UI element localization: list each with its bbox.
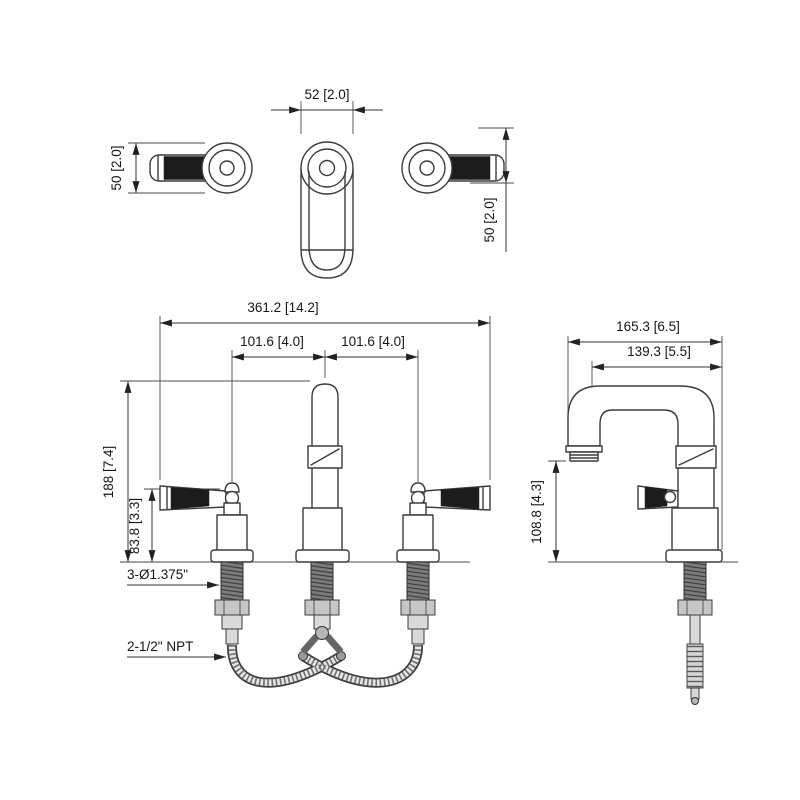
- left-handle-flange: [210, 549, 254, 563]
- spout-front-view: [295, 383, 350, 563]
- right-handle-knob: [410, 482, 426, 493]
- dim-spout-width: 52 [2.0]: [271, 87, 383, 134]
- dim-handle-diameter: 50 [2.0]: [109, 142, 205, 194]
- right-handle-grip: [447, 156, 491, 180]
- dim-spout-reach-label: 139.3 [5.5]: [627, 344, 691, 359]
- right-handle-flange: [396, 549, 440, 563]
- dim-spread: 101.6 [4.0] 101.6 [4.0]: [231, 334, 419, 482]
- dim-spread-right-label: 101.6 [4.0]: [341, 334, 405, 349]
- dim-handle-depth: 50 [2.0]: [470, 127, 514, 252]
- dim-handle-height: 83.8 [3.3]: [127, 488, 220, 562]
- left-handle-front-view: [159, 482, 254, 563]
- left-handle-top-view: [149, 142, 253, 194]
- left-handle-knob: [224, 482, 240, 493]
- dim-overall-width: 361.2 [14.2]: [159, 300, 491, 480]
- center-mounting-nut: [300, 599, 344, 655]
- front-view: 361.2 [14.2] 101.6 [4.0] 101.6 [4.0] 188…: [101, 300, 491, 688]
- dim-handle-diameter-label: 50 [2.0]: [109, 145, 124, 190]
- center-valve: [315, 626, 329, 640]
- dim-spout-height: 108.8 [4.3]: [529, 460, 666, 563]
- dim-overall-height-label: 188 [7.4]: [101, 446, 116, 499]
- right-mounting-nut: [400, 599, 436, 645]
- handle-side-view: [637, 485, 679, 510]
- note-npt: 2-1/2" NPT: [127, 639, 226, 661]
- left-mounting-nut: [214, 599, 250, 645]
- mounting-shanks: [214, 561, 436, 655]
- spout-top-view: [300, 141, 354, 279]
- spout-side-view: [565, 385, 723, 563]
- note-hole-size: 3-Ø1.375": [127, 567, 219, 589]
- right-handle-front-view: [396, 482, 491, 563]
- note-hole-size-label: 3-Ø1.375": [127, 567, 188, 582]
- spout-flange: [295, 549, 350, 563]
- spout-flange-side: [665, 549, 723, 563]
- right-handle-top-view: [401, 142, 505, 194]
- dim-handle-depth-label: 50 [2.0]: [482, 197, 497, 242]
- dim-spout-width-label: 52 [2.0]: [304, 87, 349, 102]
- dim-spread-left-label: 101.6 [4.0]: [240, 334, 304, 349]
- left-handle-grip: [163, 156, 207, 180]
- dim-overall-width-label: 361.2 [14.2]: [247, 300, 318, 315]
- note-npt-label: 2-1/2" NPT: [127, 639, 193, 654]
- dim-overall-depth: 165.3 [6.5]: [567, 319, 723, 550]
- supply-hoses: [226, 644, 424, 688]
- dim-overall-depth-label: 165.3 [6.5]: [616, 319, 680, 334]
- side-shank-assembly: [677, 561, 713, 705]
- dim-overall-height: 188 [7.4]: [101, 380, 310, 562]
- dim-handle-height-label: 83.8 [3.3]: [127, 498, 142, 554]
- aerator: [565, 445, 603, 462]
- dim-spout-height-label: 108.8 [4.3]: [529, 480, 544, 544]
- side-view: 165.3 [6.5] 139.3 [5.5] 108.8 [4.3]: [529, 319, 738, 705]
- side-supply-hose: [686, 643, 704, 689]
- top-view: 52 [2.0] 50 [2.0] 50 [2.0]: [109, 87, 514, 279]
